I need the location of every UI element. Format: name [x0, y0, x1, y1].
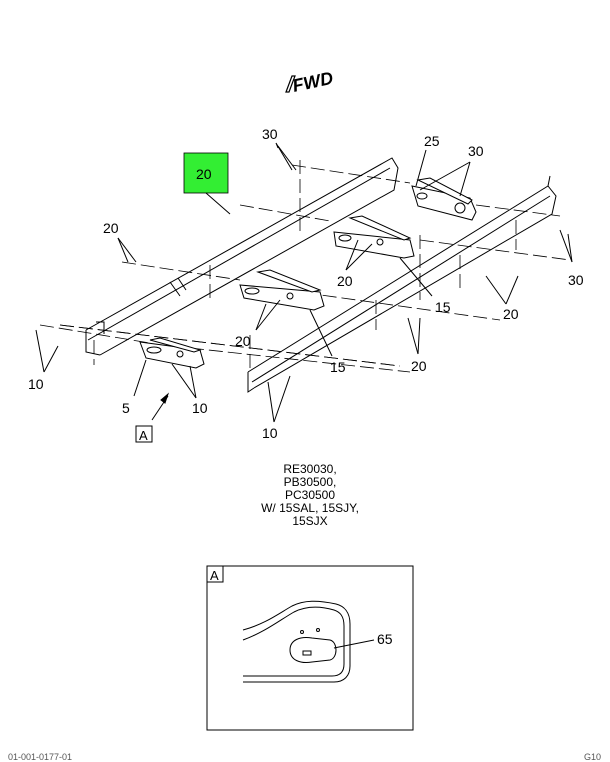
applicability-notes: RE30030, PB30500, PC30500 W/ 15SAL, 15SJ… — [220, 463, 400, 528]
callout-25: 25 — [424, 133, 440, 149]
callout-5: 5 — [122, 400, 130, 416]
crossmember-20-upper — [333, 215, 415, 259]
left-frame-rail — [85, 157, 399, 356]
detail-tag-box — [206, 565, 224, 583]
detail-tag: A — [210, 568, 219, 583]
leader-lines — [35, 142, 573, 423]
callout-20-right-b: 20 — [411, 358, 427, 374]
detail-bracket — [242, 600, 375, 683]
callout-30-right: 30 — [568, 272, 584, 288]
callout-10-bottom: 10 — [262, 425, 278, 441]
callout-65: 65 — [377, 631, 393, 647]
callout-20-mid-a: 20 — [337, 273, 353, 289]
callout-10-left: 10 — [28, 376, 44, 392]
note-line: 15SJX — [292, 514, 328, 528]
note-line: PB30500, — [283, 475, 337, 489]
callout-30-top: 30 — [262, 126, 278, 142]
view-tag-box — [135, 425, 153, 443]
detail-view-frame — [206, 565, 414, 731]
note-line: RE30030, — [283, 462, 337, 476]
callout-20-left: 20 — [103, 220, 119, 236]
fwd-arrow-icon — [285, 75, 296, 93]
callout-15-b: 15 — [330, 359, 346, 375]
right-frame-rail — [247, 175, 557, 393]
note-line: PC30500 — [284, 488, 336, 502]
fwd-label: FWD — [291, 68, 335, 96]
callout-15-a: 15 — [435, 299, 451, 315]
callout-20-mid-b: 20 — [235, 333, 251, 349]
callout-20-right-a: 20 — [503, 306, 519, 322]
callout-10-mid: 10 — [192, 400, 208, 416]
note-line: W/ 15SAL, 15SJY, — [261, 501, 359, 515]
callout-30-right-top: 30 — [468, 143, 484, 159]
view-tag: A — [139, 428, 148, 443]
view-arrow-icon — [151, 392, 170, 421]
crossmember-25 — [411, 177, 477, 221]
crossmember-15 — [239, 269, 325, 311]
crossmember-5 — [139, 337, 205, 369]
drawing-sheet-code: G10 — [584, 752, 602, 762]
drawing-id: 01-001-0177-01 — [8, 752, 73, 762]
callout-20-highlight: 20 — [196, 166, 212, 182]
explode-lines — [39, 160, 571, 373]
